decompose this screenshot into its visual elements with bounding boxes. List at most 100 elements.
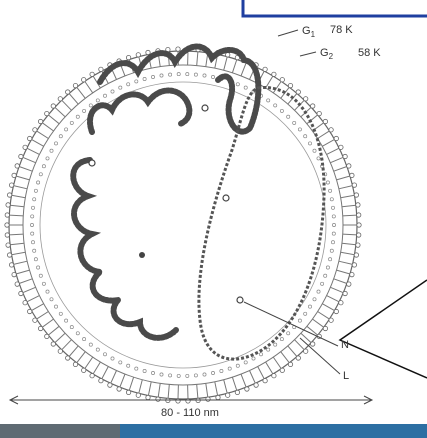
lipid-head bbox=[274, 343, 277, 346]
spike-head bbox=[357, 233, 361, 237]
spike-head bbox=[58, 349, 62, 353]
spike-stem bbox=[42, 123, 53, 131]
spike-stem bbox=[69, 346, 78, 357]
spike-stem bbox=[232, 60, 236, 73]
spike-head bbox=[347, 164, 351, 168]
spike-head bbox=[6, 243, 10, 247]
lipid-head bbox=[331, 241, 334, 244]
spike-stem bbox=[14, 261, 28, 264]
spike-head bbox=[5, 223, 9, 227]
spike-stem bbox=[10, 243, 24, 245]
spike-head bbox=[216, 395, 220, 399]
spike-stem bbox=[55, 333, 65, 343]
lipid-head bbox=[31, 215, 34, 218]
spike-stem bbox=[330, 157, 343, 162]
spike-head bbox=[263, 379, 267, 383]
spike-stem bbox=[301, 333, 311, 343]
spike-head bbox=[280, 78, 284, 82]
spike-stem bbox=[85, 81, 93, 93]
label-g1: G1 bbox=[302, 25, 316, 39]
spike-stem bbox=[339, 261, 353, 264]
spike-stem bbox=[322, 304, 334, 311]
spike-stem bbox=[258, 367, 265, 379]
lipid-head bbox=[70, 326, 73, 329]
lipid-head bbox=[169, 374, 172, 377]
spike-head bbox=[288, 83, 292, 87]
spike-head bbox=[206, 397, 210, 401]
spike-head bbox=[82, 78, 86, 82]
spike-head bbox=[66, 356, 70, 360]
lipid-head bbox=[151, 371, 154, 374]
spike-stem bbox=[85, 357, 93, 369]
spike-stem bbox=[197, 52, 198, 66]
lipid-head bbox=[76, 332, 79, 335]
lipid-head bbox=[298, 128, 301, 131]
spike-head bbox=[334, 136, 338, 140]
lipid-head bbox=[304, 135, 307, 138]
lipid-head bbox=[280, 109, 283, 112]
spike-stem bbox=[48, 115, 59, 124]
spike-stem bbox=[37, 131, 49, 139]
spike-head bbox=[356, 243, 360, 247]
rna-end-circle-3 bbox=[223, 195, 229, 201]
lipid-head bbox=[83, 338, 86, 341]
spike-stem bbox=[12, 252, 26, 254]
lipid-head bbox=[119, 86, 122, 89]
lipid-head bbox=[169, 73, 172, 76]
spike-stem bbox=[342, 205, 356, 207]
spike-head bbox=[245, 387, 249, 391]
spike-stem bbox=[93, 362, 100, 374]
lipid-head bbox=[280, 338, 283, 341]
lipid-head bbox=[151, 75, 154, 78]
spike-head bbox=[19, 154, 23, 158]
lipid-head bbox=[135, 80, 138, 83]
spike-stem bbox=[341, 252, 355, 254]
lipid-head bbox=[194, 73, 197, 76]
spike-stem bbox=[19, 279, 32, 284]
lipid-head bbox=[317, 290, 320, 293]
spike-head bbox=[357, 213, 361, 217]
spike-stem bbox=[337, 176, 351, 180]
lipid-head bbox=[160, 373, 163, 376]
spike-stem bbox=[266, 362, 273, 374]
spike-stem bbox=[148, 382, 151, 396]
label-n: N bbox=[341, 339, 349, 351]
spike-head bbox=[343, 291, 347, 295]
spike-stem bbox=[42, 319, 53, 327]
spike-head bbox=[304, 349, 308, 353]
spike-head bbox=[311, 342, 315, 346]
spike-head bbox=[82, 368, 86, 372]
spike-stem bbox=[32, 139, 44, 146]
spike-stem bbox=[32, 304, 44, 311]
lipid-head bbox=[50, 298, 53, 301]
spike-head bbox=[45, 334, 49, 338]
lipid-head bbox=[274, 104, 277, 107]
rna-segment-left-lower bbox=[73, 160, 176, 338]
spike-stem bbox=[337, 270, 351, 274]
lipid-head bbox=[143, 77, 146, 80]
n-leader-line bbox=[244, 302, 338, 346]
spike-stem bbox=[27, 296, 40, 302]
lipid-head bbox=[332, 232, 335, 235]
spike-stem bbox=[343, 215, 357, 216]
lipid-head bbox=[332, 215, 335, 218]
lipid-head bbox=[211, 75, 214, 78]
spike-head bbox=[126, 390, 130, 394]
spike-head bbox=[12, 272, 16, 276]
spike-head bbox=[226, 393, 230, 397]
lipid-head bbox=[31, 206, 34, 209]
spike-stem bbox=[62, 100, 72, 110]
lipid-head bbox=[70, 121, 73, 124]
spike-head bbox=[9, 183, 13, 187]
lipid-head bbox=[326, 266, 329, 269]
lipid-head bbox=[313, 298, 316, 301]
spike-head bbox=[347, 282, 351, 286]
spike-head bbox=[126, 55, 130, 59]
spike-head bbox=[235, 390, 239, 394]
spike-head bbox=[38, 326, 42, 330]
spike-head bbox=[352, 183, 356, 187]
spike-head bbox=[45, 111, 49, 115]
lipid-head bbox=[186, 374, 189, 377]
spike-stem bbox=[37, 312, 49, 320]
